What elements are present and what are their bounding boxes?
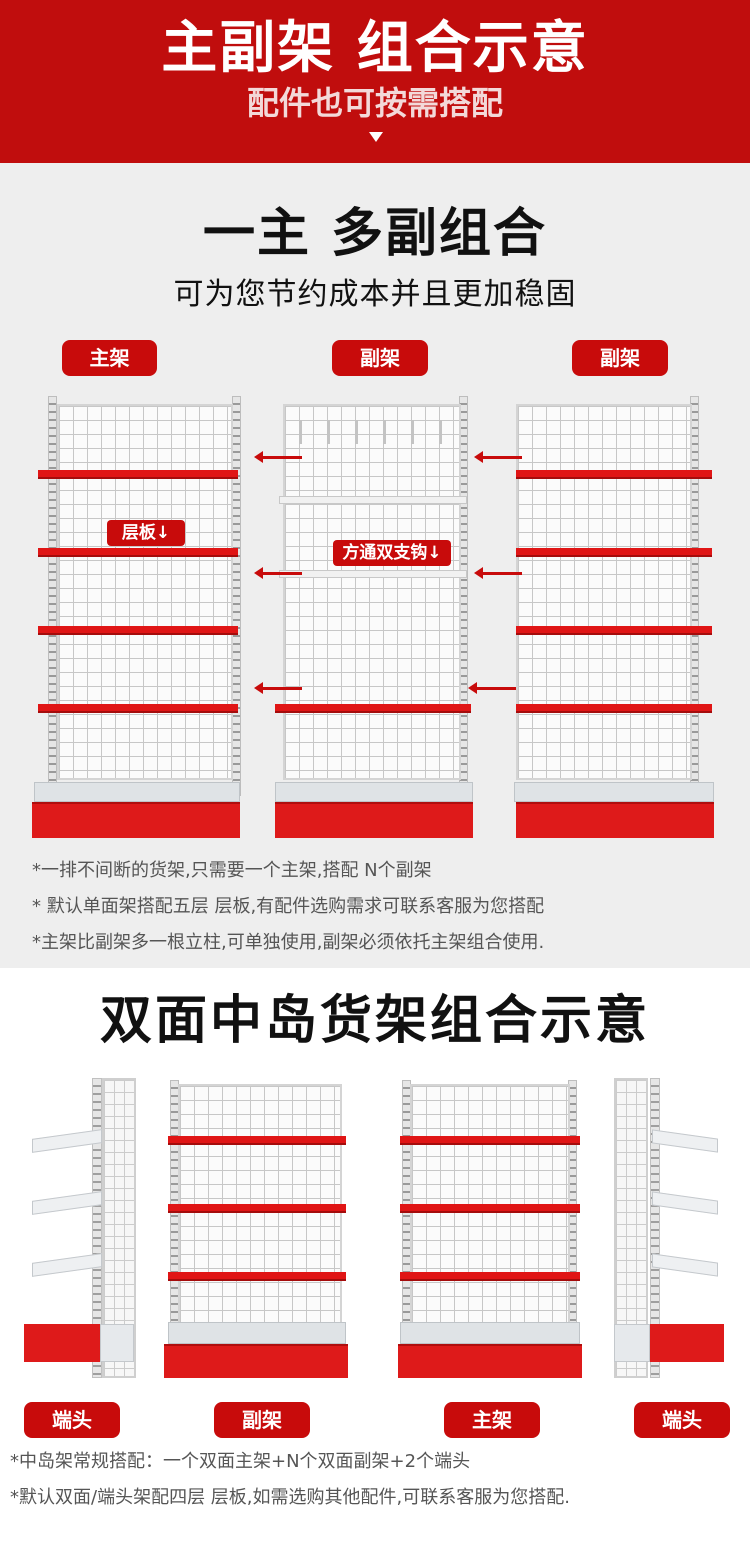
end-shelf-illustration-left (24, 1078, 144, 1383)
shelf-board (38, 470, 238, 479)
shelf-base-red (164, 1344, 348, 1378)
shelf-base-red (516, 802, 714, 838)
end-shelf-illustration-right (610, 1078, 730, 1383)
shelf-board (400, 1272, 580, 1281)
shelf-board (516, 626, 712, 635)
section1-note-3: *主架比副架多一根立柱,可单独使用,副架必须依托主架组合使用. (32, 932, 545, 953)
shelf-base-board (168, 1322, 346, 1344)
hook-icon (355, 420, 358, 444)
page-subtitle: 配件也可按需搭配 (246, 84, 503, 122)
double-sub-shelf-illustration (164, 1080, 350, 1380)
section1-heading: 一主 多副组合 (202, 204, 548, 264)
shelf-base-board (514, 782, 714, 802)
shelf-board (516, 470, 712, 479)
section2-heading: 双面中岛货架组合示意 (99, 991, 650, 1051)
sub-shelf-illustration-1 (275, 396, 475, 838)
label-sub-shelf-1: 副架 (332, 340, 428, 376)
shelf-base-board (614, 1324, 650, 1362)
tag-shelf-board: 层板↓ (107, 520, 185, 546)
hook-icon (383, 420, 386, 444)
main-sub-combo-section: 一主 多副组合 可为您节约成本并且更加稳固 主架 副架 副架 层板↓ 方通双支钩… (0, 163, 750, 968)
hook-icon (327, 420, 330, 444)
shelf-post (92, 1078, 102, 1378)
section2-note-2: *默认双面/端头架配四层 层板,如需选购其他配件,可联系客服为您搭配. (10, 1487, 570, 1508)
shelf-board (38, 626, 238, 635)
shelf-base-board (400, 1322, 580, 1344)
shelf-board (38, 548, 238, 557)
shelf-board (652, 1129, 718, 1153)
shelf-base-red (32, 802, 240, 838)
shelf-board (516, 548, 712, 557)
tag-square-tube-hook: 方通双支钩↓ (333, 540, 451, 566)
island-shelf-section: 双面中岛货架组合示意 端 (0, 968, 750, 1546)
shelf-board (275, 704, 471, 713)
shelf-board (652, 1191, 718, 1215)
shelf-base-red (24, 1324, 100, 1362)
shelf-board (516, 704, 712, 713)
section1-note-1: *一排不间断的货架,只需要一个主架,搭配 N个副架 (32, 860, 432, 881)
arrow-left-icon (474, 451, 522, 463)
shelf-base-board (34, 782, 240, 802)
label-main-shelf: 主架 (62, 340, 157, 376)
main-shelf-illustration (30, 396, 242, 838)
shelf-base-board (275, 782, 473, 802)
arrow-left-icon (468, 682, 516, 694)
section1-note-2: * 默认单面架搭配五层 层板,有配件选购需求可联系客服为您搭配 (32, 896, 545, 917)
sub-shelf-illustration-2 (512, 396, 716, 838)
arrow-left-icon (474, 567, 522, 579)
wire-mesh-panel (57, 404, 233, 780)
shelf-post-left (48, 396, 57, 796)
hook-icon (411, 420, 414, 444)
label-end-cap-right: 端头 (634, 1402, 730, 1438)
shelf-board (400, 1204, 580, 1213)
shelf-post (650, 1078, 660, 1378)
double-main-shelf-illustration (398, 1080, 584, 1380)
shelf-base-red (398, 1344, 582, 1378)
square-tube-bar (279, 496, 467, 504)
arrow-left-icon (254, 451, 302, 463)
wire-mesh-panel (516, 404, 692, 780)
shelf-base-red (275, 802, 473, 838)
shelf-post-right (232, 396, 241, 796)
down-triangle-icon (369, 132, 383, 142)
shelf-board (168, 1204, 346, 1213)
section2-note-1: *中岛架常规搭配：一个双面主架+N个双面副架+2个端头 (10, 1451, 471, 1472)
shelf-base-red (650, 1324, 724, 1362)
shelf-base-board (100, 1324, 134, 1362)
square-tube-bar (279, 570, 467, 578)
shelf-board (168, 1272, 346, 1281)
hook-icon (299, 420, 302, 444)
label-double-sub-shelf: 副架 (214, 1402, 310, 1438)
wire-mesh-panel (283, 404, 461, 780)
label-sub-shelf-2: 副架 (572, 340, 668, 376)
header-banner: 主副架 组合示意 配件也可按需搭配 (0, 0, 750, 163)
page-title: 主副架 组合示意 (161, 16, 589, 81)
shelf-board (168, 1136, 346, 1145)
arrow-left-icon (254, 567, 302, 579)
shelf-board (652, 1253, 718, 1277)
shelf-board (400, 1136, 580, 1145)
hook-icon (439, 420, 442, 444)
label-double-main-shelf: 主架 (444, 1402, 540, 1438)
section1-subheading: 可为您节约成本并且更加稳固 (173, 277, 577, 312)
shelf-board (38, 704, 238, 713)
arrow-left-icon (254, 682, 302, 694)
label-end-cap-left: 端头 (24, 1402, 120, 1438)
